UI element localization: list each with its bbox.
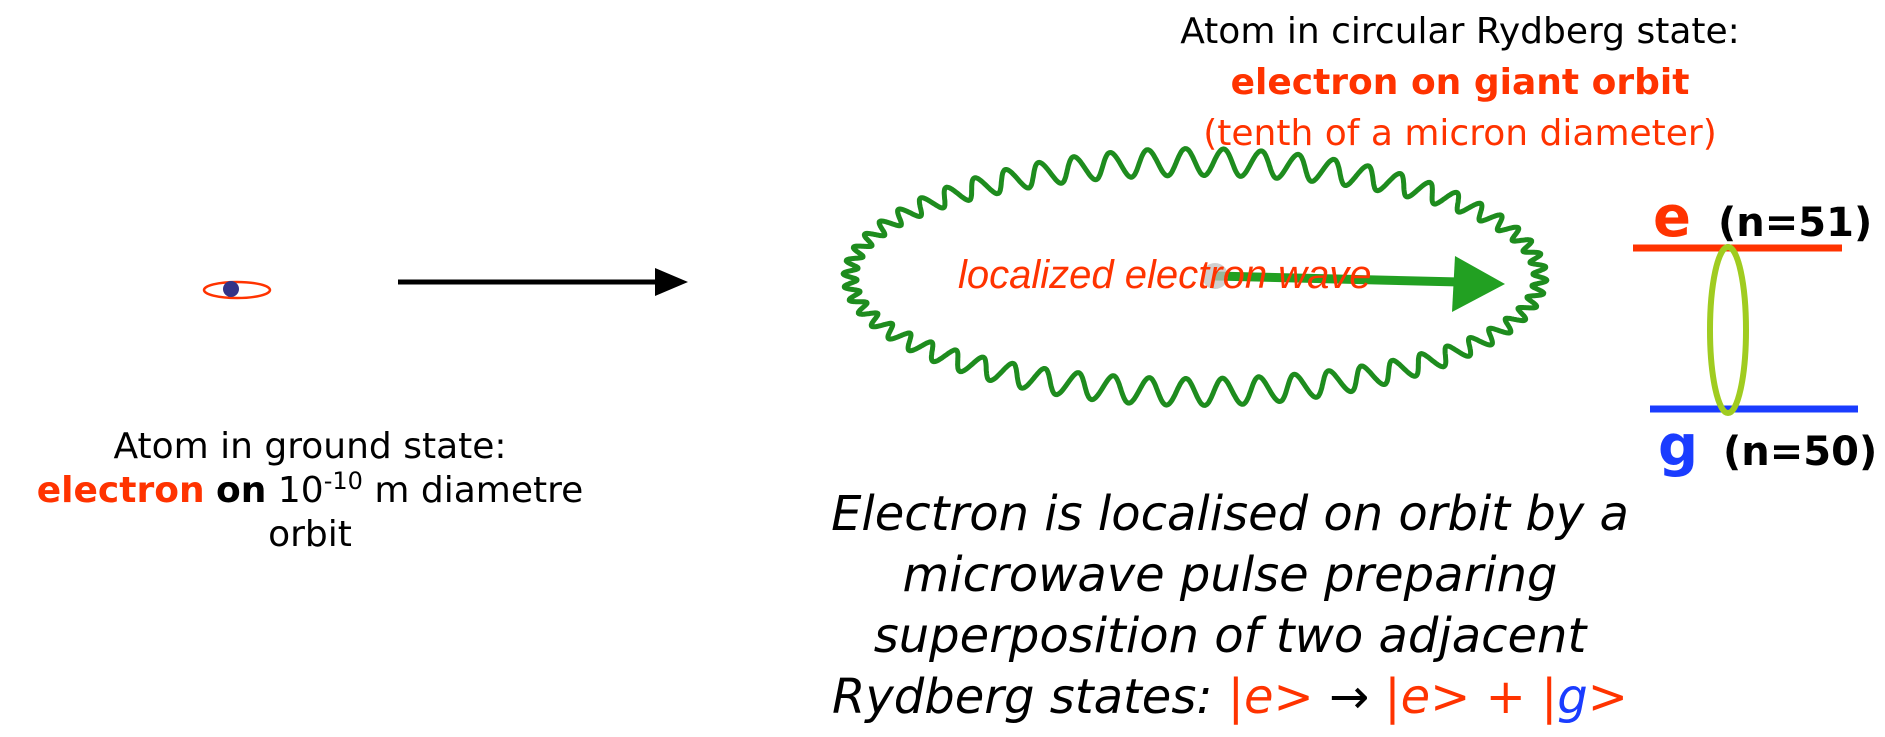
- maps-to-arrow: →: [1313, 669, 1385, 725]
- ket-g-bar: |: [1541, 669, 1558, 725]
- ground-orbit: [202, 280, 272, 300]
- explanation-line1: Electron is localised on orbit by a: [831, 486, 1629, 542]
- energy-level-diagram: e (n=51) g (n=50): [1633, 185, 1877, 479]
- size-base: 10: [277, 470, 324, 511]
- plus-sign: +: [1470, 669, 1542, 725]
- electron-wave-arrow: [1202, 256, 1505, 312]
- ground-electron-word: electron: [36, 470, 205, 511]
- ket-g-close: >: [1587, 669, 1628, 725]
- rydberg-caption-line2: electron on giant orbit: [1230, 62, 1690, 103]
- ground-caption-line1: Atom in ground state:: [113, 426, 507, 467]
- size-exponent: -10: [323, 467, 363, 495]
- line4-prefix: Rydberg states:: [832, 669, 1228, 725]
- ground-on-word: on: [216, 470, 267, 511]
- ground-nucleus: [223, 281, 239, 297]
- ket-g-letter: g: [1557, 669, 1588, 725]
- ground-caption-line3: orbit: [268, 514, 352, 555]
- wave-start-dot: [1202, 263, 1228, 289]
- ground-state-caption: Atom in ground state: electron on 10-10 …: [0, 425, 620, 557]
- wave-label: localized electron wave: [958, 253, 1372, 297]
- rydberg-wave-orbit: [840, 146, 1550, 408]
- ket-e-final: |e>: [1384, 669, 1471, 725]
- ground-caption-line2: electron on 10-10 m diametre: [0, 469, 620, 513]
- size-rest: m diametre: [362, 470, 584, 511]
- rydberg-state-caption: Atom in circular Rydberg state: electron…: [1050, 6, 1870, 159]
- ground-state-atom: [202, 280, 272, 300]
- explanation-line3: superposition of two adjacent: [873, 608, 1587, 664]
- lower-level-letter: g: [1658, 414, 1698, 479]
- rydberg-caption-line3: (tenth of a micron diameter): [1203, 113, 1717, 154]
- explanation-text: Electron is localised on orbit by a micr…: [790, 484, 1670, 728]
- transition-arrow: [398, 268, 688, 296]
- lower-level-n: (n=50): [1723, 429, 1877, 475]
- upper-level-n: (n=51): [1718, 200, 1872, 246]
- explanation-line2: microwave pulse preparing: [902, 547, 1558, 603]
- ket-e-initial: |e>: [1227, 669, 1314, 725]
- transition-loop: [1707, 244, 1749, 416]
- explanation-line4: Rydberg states: |e> → |e> + |g>: [790, 667, 1670, 728]
- upper-level-letter: e: [1653, 185, 1691, 250]
- rydberg-caption-line1: Atom in circular Rydberg state:: [1180, 11, 1740, 52]
